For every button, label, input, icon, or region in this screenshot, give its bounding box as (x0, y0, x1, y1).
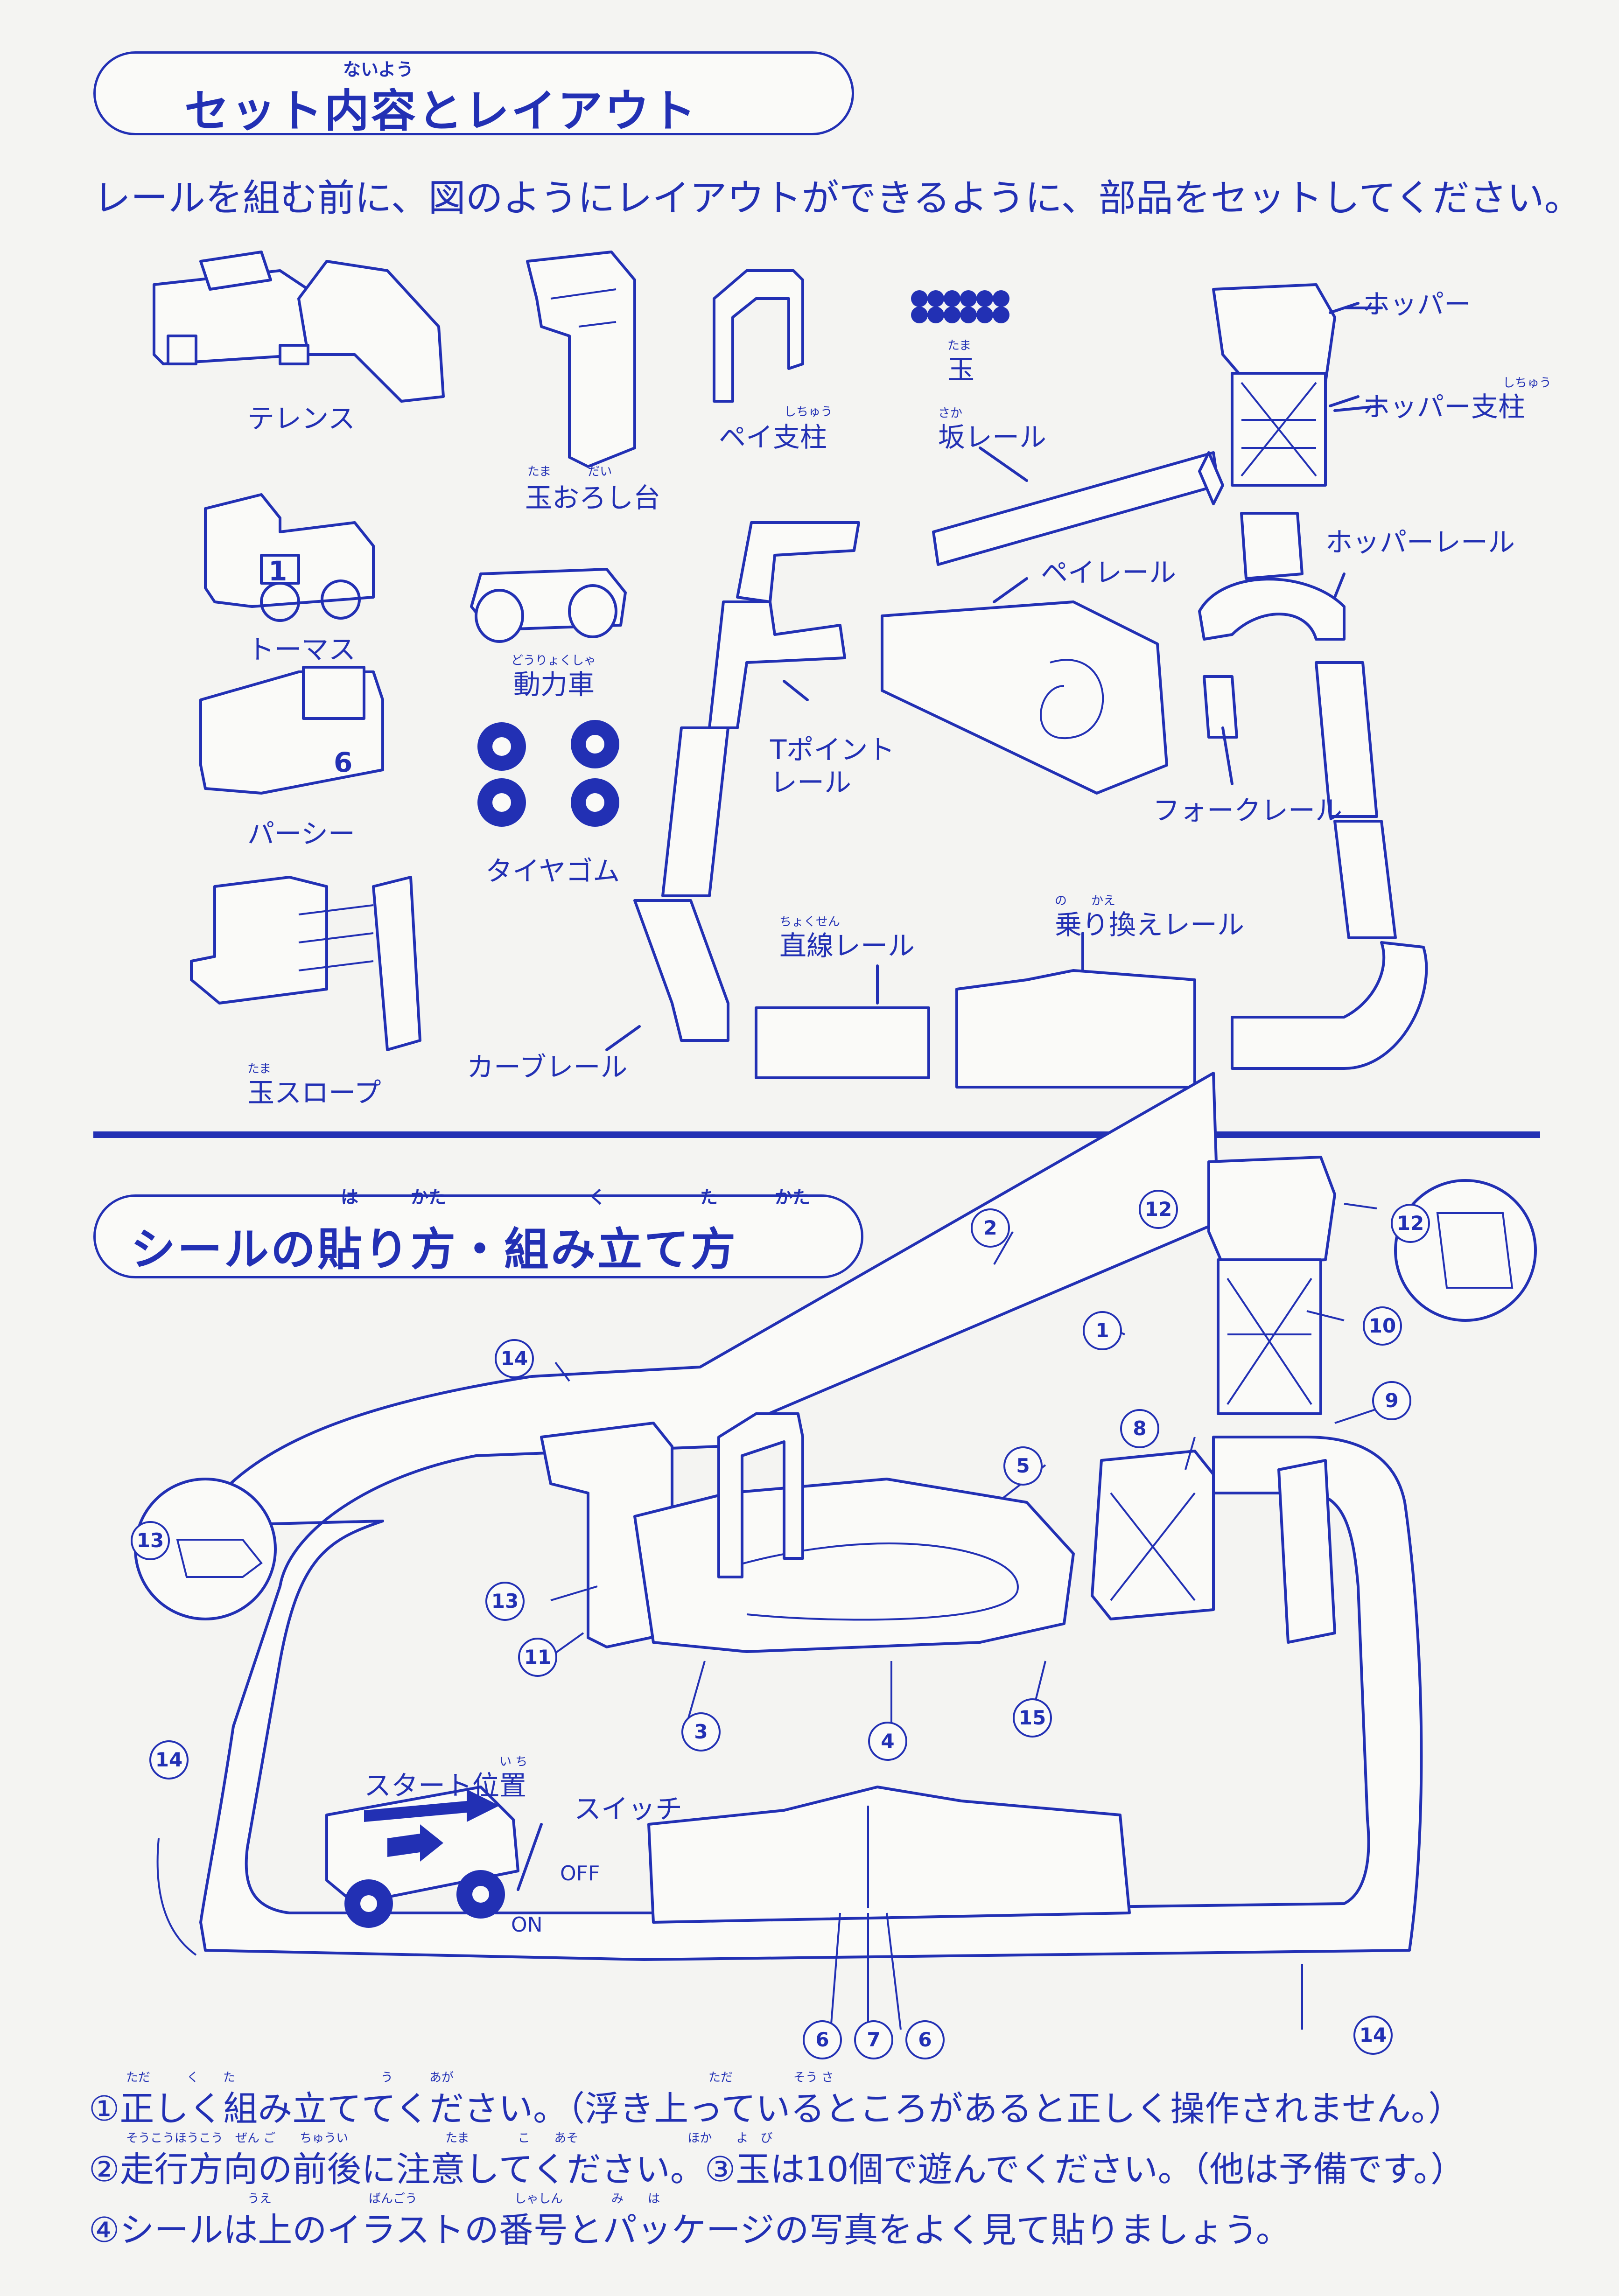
marker-5: 5 (1003, 1446, 1043, 1486)
label-hopper-rail: ホッパーレール (1325, 526, 1515, 558)
label-thomas: トーマス (247, 634, 356, 665)
hopper-station-assembled (1091, 1450, 1336, 1644)
section2-title-ruby-kata1: かた (411, 1187, 447, 1207)
label-tama: 玉 (947, 354, 975, 385)
label-tama-oroshi-dai: 玉おろし台 (525, 482, 661, 514)
marker-7: 7 (854, 2020, 893, 2059)
label-t-point-rail-2: レール (770, 767, 852, 798)
detail-callout-12 (1394, 1179, 1537, 1322)
switch-line (517, 1823, 543, 1891)
hopper-tower-assembled (1207, 1156, 1336, 1415)
section2-title-ruby-ku: く (588, 1187, 606, 1207)
marker-6b: 6 (905, 2020, 945, 2059)
pei-station-assembled (540, 1412, 1075, 1653)
tama-balls-illustration (911, 290, 1009, 323)
marker-14c: 14 (1353, 2016, 1393, 2055)
note1-ruby: ただ く た う あが ただ そう さ (126, 2071, 834, 2085)
section2-title-ruby-kata2: かた (775, 1187, 811, 1207)
marker-4: 4 (868, 1722, 907, 1761)
label-curve-rail: カーブレール (467, 1051, 628, 1083)
section1-title: セット内容とレイアウト (184, 85, 698, 137)
label-douryokusha: 動力車 (513, 669, 595, 700)
hopper-illustration (1212, 283, 1383, 487)
marker-13-callout: 13 (131, 1521, 170, 1560)
label-switch: スイッチ (574, 1793, 683, 1825)
note-line1: ①正しく組み立ててください。（浮き上っているところがあると正しく操作されません。… (89, 2089, 1463, 2129)
section2-title-pill (93, 1194, 863, 1278)
section1-title-pill (93, 51, 854, 135)
percy-illustration (199, 666, 384, 795)
marker-13: 13 (485, 1582, 525, 1621)
thomas-number: 1 (268, 555, 287, 587)
parts-illustration (153, 251, 1428, 1089)
marker-12: 12 (1139, 1190, 1178, 1229)
note-line2: ②走行方向の前後に注意してください。③玉は10個で遊んでください。（他は予備です… (89, 2149, 1465, 2190)
label-arrows (605, 302, 1360, 1051)
section2-title-ruby-ha: は (341, 1187, 359, 1207)
ruby-pei-shichu: しちゅう (784, 405, 833, 419)
label-terence: テレンス (247, 403, 355, 434)
track-loop (156, 1072, 1423, 1961)
tama-oroshi-dai-illustration (526, 251, 636, 468)
ruby-tama-slope: たま (247, 1062, 272, 1076)
ruby-chokusen-rail: ちょくせん (779, 915, 841, 929)
label-percy: パーシー (247, 818, 355, 850)
note-line3: ④シールは上のイラストの番号とパッケージの写真をよく見て貼りましょう。 (89, 2210, 1290, 2250)
marker-1: 1 (1083, 1311, 1122, 1350)
ruby-douryokusha: どうりょくしゃ (511, 654, 596, 668)
douryokusha-illustration (470, 568, 627, 643)
ruby-hopper-shichu: しちゅう (1503, 376, 1552, 390)
norikae-rail-assembled (647, 1786, 1131, 1924)
marker-9: 9 (1372, 1381, 1411, 1420)
marker-6a: 6 (803, 2020, 842, 2059)
marker-12-callout: 12 (1391, 1204, 1430, 1243)
note3-ruby: うえ ばんごう しゃしん み は (247, 2192, 660, 2206)
label-hopper-shichu: ホッパー支柱 (1363, 391, 1526, 423)
section2-title: シールの貼り方・組み立て方 (131, 1223, 737, 1276)
label-tama-slope: 玉スロープ (247, 1077, 381, 1109)
ruby-norikae-rail: の かえ (1055, 894, 1116, 908)
label-saka-rail: 坂レール (938, 421, 1047, 453)
ruby-saka-rail: さか (938, 406, 963, 420)
label-start-position: スタート位置 (364, 1770, 527, 1801)
section1-intro: レールを組む前に、図のようにレイアウトができるように、部品をセットしてください。 (93, 176, 1582, 220)
marker-15: 15 (1013, 1698, 1052, 1738)
label-tire-gomu: タイヤゴム (485, 855, 620, 887)
section2-title-ruby-ta: た (700, 1187, 718, 1207)
marker-11: 11 (518, 1638, 557, 1677)
tama-slope-illustration (190, 876, 421, 1051)
label-norikae-rail: 乗り換えレール (1055, 909, 1245, 941)
label-hopper: ホッパー (1363, 288, 1472, 320)
label-fork-rail: フォークレール (1153, 795, 1343, 826)
label-off: OFF (560, 1862, 600, 1885)
note2-ruby: そうこうほうこう ぜん ご ちゅうい たま こ あそ ほか よ び (126, 2131, 773, 2145)
tire-gomu-illustration (477, 720, 619, 827)
ruby-start-position: い ち (499, 1755, 528, 1769)
rail-layout-illustration (633, 451, 1428, 1089)
terence-illustration (153, 251, 445, 403)
label-on: ON (511, 1913, 543, 1937)
marker-14a: 14 (495, 1339, 534, 1378)
marker-14b: 14 (149, 1740, 189, 1780)
section1-title-ruby: ないよう (343, 59, 414, 80)
pei-shichu-illustration (713, 269, 804, 403)
label-pei-rail: ペイレール (1041, 557, 1177, 588)
start-arrow (364, 1789, 499, 1822)
label-chokusen-rail: 直線レール (779, 930, 915, 962)
marker-3: 3 (681, 1712, 721, 1752)
marker-10: 10 (1363, 1306, 1402, 1346)
percy-number: 6 (334, 747, 353, 778)
label-pei-shichu: ペイ支柱 (719, 421, 827, 453)
ruby-tama-oroshi-dai: たま だい (527, 465, 612, 479)
label-t-point-rail-1: Tポイント (770, 734, 895, 766)
ruby-tama: たま (947, 339, 972, 353)
marker-8: 8 (1120, 1409, 1159, 1448)
thomas-illustration (204, 493, 375, 622)
marker-2: 2 (971, 1208, 1010, 1248)
